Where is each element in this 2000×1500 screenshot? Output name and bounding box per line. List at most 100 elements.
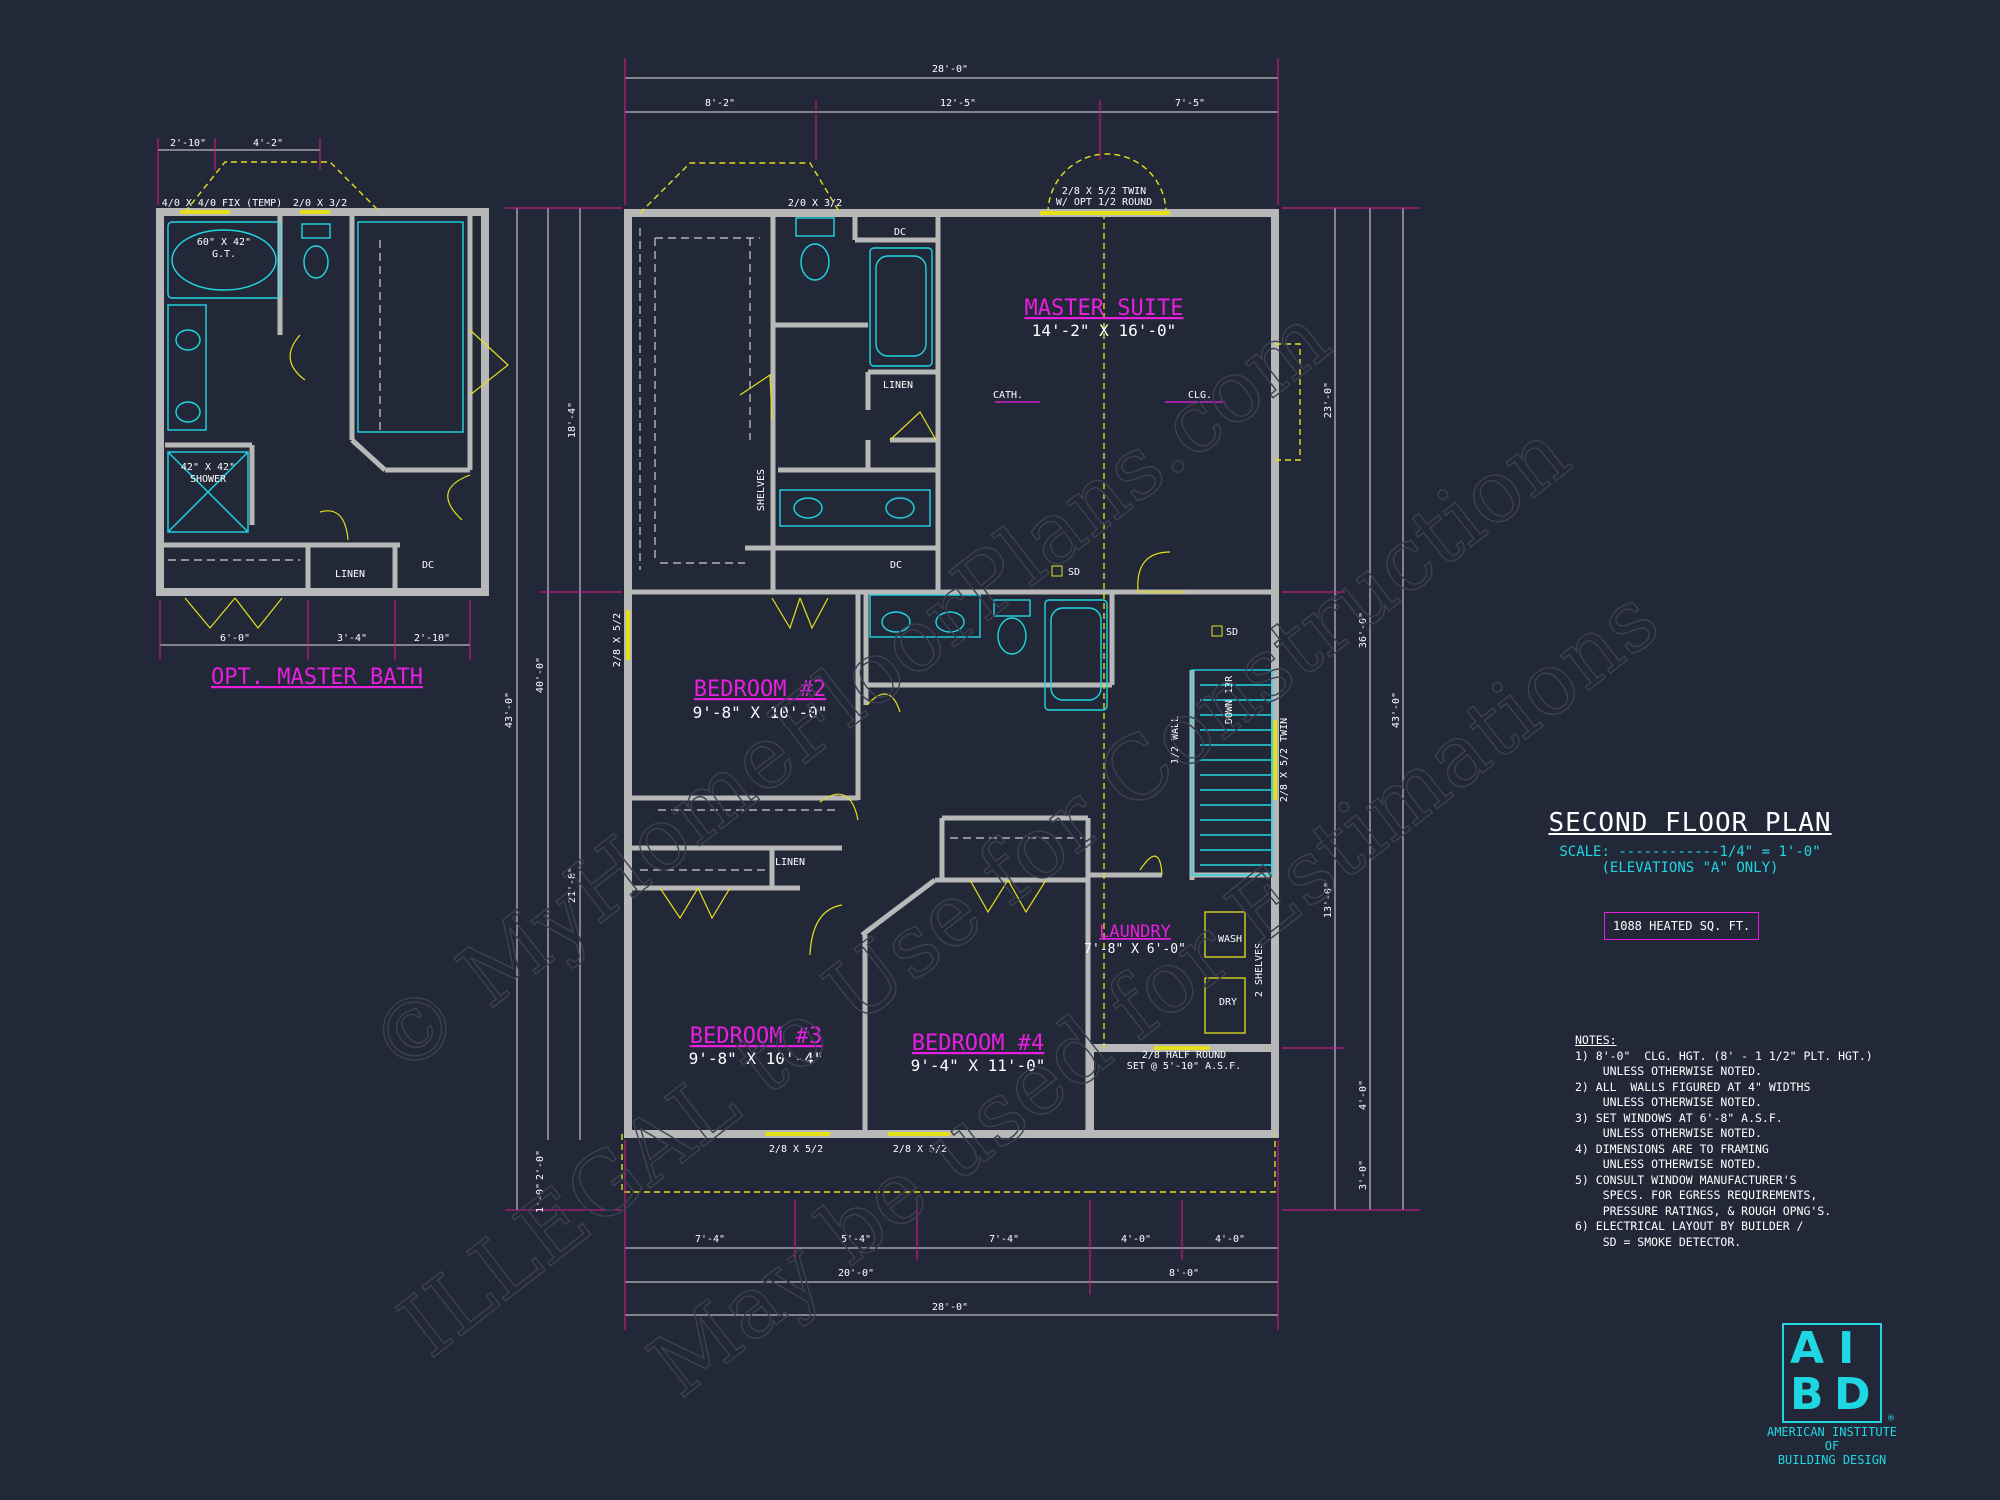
shower-label: 42" X 42"	[181, 462, 235, 473]
bedroom-4-label: BEDROOM #4	[912, 1031, 1044, 1056]
dc-label-2: DC	[894, 227, 906, 238]
bedroom-2-dims: 9'-8" X 10'-0"	[693, 703, 828, 722]
tub-label: 60" X 42"	[197, 237, 251, 248]
bed4-window-label: 2/8 X 5/2	[893, 1144, 947, 1155]
aibd-logo: A I B D ® AMERICAN INSTITUTE OF BUILDING…	[1752, 1323, 1912, 1467]
dim-right-outer: 43'-0"	[1391, 692, 1402, 728]
sd-label: SD	[1068, 567, 1080, 578]
heated-area-badge: 1088 HEATED SQ. FT.	[1604, 912, 1760, 940]
plan-scale: SCALE: ------------1/4" = 1'-0"	[1559, 844, 1821, 860]
dim-bot-f: 20'-0"	[838, 1268, 874, 1279]
note-item: 1) 8'-0" CLG. HGT. (8' - 1 1/2" PLT. HGT…	[1575, 1048, 1873, 1079]
dim-top-a: 8'-2"	[705, 98, 735, 109]
washer-label: WASH	[1218, 934, 1242, 945]
stair-down-label: DOWN 13R	[1224, 675, 1235, 724]
dim-left-b2: 1'-0"	[535, 1183, 546, 1213]
dc-label-3: DC	[422, 560, 434, 571]
linen-label-2: LINEN	[775, 857, 805, 868]
dim-right-36: 36'-0"	[1358, 612, 1369, 648]
dimension-lines	[505, 58, 1420, 1330]
half-round-window-label: 2/8 HALF ROUND	[1142, 1050, 1226, 1061]
dim-left-b1: 2'-0"	[535, 1150, 546, 1180]
opt-dim-bot-a: 6'-0"	[220, 633, 250, 644]
dim-left-mid: 40'-0"	[535, 657, 546, 693]
plan-title-block: SECOND FLOOR PLAN SCALE: ------------1/4…	[1525, 808, 1855, 876]
opt-master-bath-walls	[156, 208, 489, 596]
notes-block: NOTES: 1) 8'-0" CLG. HGT. (8' - 1 1/2" P…	[1575, 1033, 1885, 1250]
sd-label-2: SD	[1226, 627, 1238, 638]
opt-master-bath-label: OPT. MASTER BATH	[211, 665, 423, 690]
notes-heading: NOTES:	[1575, 1033, 1617, 1047]
shower-label-2: SHOWER	[190, 474, 227, 485]
windows	[621, 153, 1301, 1193]
opt-dim-top-b: 4'-2"	[253, 138, 283, 149]
plan-elevations: (ELEVATIONS "A" ONLY)	[1601, 860, 1779, 876]
opt-dim-bot-c: 2'-10"	[414, 633, 450, 644]
note-item: 5) CONSULT WINDOW MANUFACTURER'S SPECS. …	[1575, 1172, 1832, 1218]
dim-bot-a: 7'-4"	[695, 1234, 725, 1245]
bedroom-3-dims: 9'-8" X 10'-4"	[689, 1049, 824, 1068]
logo-mark: A I B D	[1782, 1323, 1882, 1423]
logo-name-line: AMERICAN INSTITUTE	[1766, 1425, 1898, 1439]
opt-bath-window-label: 2/0 X 3/2	[293, 198, 347, 209]
dim-right-13: 13'-0"	[1323, 882, 1334, 918]
logo-letter-a: A	[1790, 1323, 1825, 1374]
plumbing-fixtures	[779, 217, 1246, 1034]
opt-dim-bot-b: 3'-4"	[337, 633, 367, 644]
plan-title: SECOND FLOOR PLAN	[1548, 808, 1832, 838]
registered-mark: ®	[1887, 1413, 1894, 1424]
dim-right-4: 4'-0"	[1358, 1080, 1369, 1110]
master-window-label: 2/8 X 5/2 TWIN	[1062, 186, 1146, 197]
logo-letter-b: B	[1790, 1369, 1824, 1420]
note-item: 4) DIMENSIONS ARE TO FRAMING UNLESS OTHE…	[1575, 1141, 1769, 1172]
clg-label: CLG.	[1188, 390, 1212, 401]
half-wall-label: 1/2 WALL	[1170, 716, 1181, 764]
opt-fix-window-label: 4/0 X 4/0 FIX (TEMP)	[162, 198, 282, 209]
bedroom-2-label: BEDROOM #2	[694, 677, 826, 702]
opt-master-bath-fixtures	[167, 221, 464, 561]
logo-name-line: OF	[1824, 1439, 1840, 1453]
logo-letter-d: D	[1834, 1369, 1871, 1420]
stairs	[1191, 669, 1273, 876]
opt-master-bath-doors	[180, 161, 509, 629]
dim-bot-g: 8'-0"	[1169, 1268, 1199, 1279]
dim-left-lower: 21'-8"	[567, 867, 578, 903]
shelves-label: SHELVES	[756, 469, 767, 511]
dim-top-total: 28'-0"	[932, 64, 968, 75]
master-suite-label: MASTER SUITE	[1025, 296, 1184, 321]
closet-shelves	[639, 228, 1082, 871]
half-round-window-label-2: SET @ 5'-10" A.S.F.	[1127, 1061, 1241, 1072]
main-plan-walls	[624, 209, 1279, 1138]
stair-window-label: 2/8 X 5/2 TWIN	[1279, 718, 1290, 802]
opt-master-bath-dims	[157, 138, 471, 660]
dim-left-upper: 18'-4"	[567, 402, 578, 438]
cath-label: CATH.	[993, 390, 1023, 401]
dim-bot-d: 4'-0"	[1121, 1234, 1151, 1245]
logo-name-line: BUILDING DESIGN	[1777, 1453, 1887, 1467]
dim-bot-total: 28'-0"	[932, 1302, 968, 1313]
logo-letter-i: I	[1838, 1323, 1855, 1374]
dim-top-c: 7'-5"	[1175, 98, 1205, 109]
dc-label: DC	[890, 560, 902, 571]
bed3-window-label: 2/8 X 5/2	[769, 1144, 823, 1155]
dryer-label: DRY	[1219, 997, 1237, 1008]
laundry-label: LAUNDRY	[1099, 922, 1171, 942]
bed2-window-label: 2/8 X 5/2	[612, 613, 623, 667]
dim-bot-c: 7'-4"	[989, 1234, 1019, 1245]
doors	[659, 373, 1185, 956]
note-item: 3) SET WINDOWS AT 6'-8" A.S.F. UNLESS OT…	[1575, 1110, 1783, 1141]
laundry-dims: 7'-8" X 6'-0"	[1084, 942, 1186, 957]
bath-window-label: 2/0 X 3/2	[788, 198, 842, 209]
dim-left-outer: 43'-0"	[504, 692, 515, 728]
note-item: 2) ALL WALLS FIGURED AT 4" WIDTHS UNLESS…	[1575, 1079, 1811, 1110]
logo-name: AMERICAN INSTITUTE OF BUILDING DESIGN	[1752, 1425, 1912, 1467]
dim-right-3: 3'-0"	[1358, 1160, 1369, 1190]
dim-bot-b: 5'-4"	[841, 1234, 871, 1245]
master-window-label-2: W/ OPT 1/2 ROUND	[1056, 197, 1152, 208]
linen-label-3: LINEN	[335, 569, 365, 580]
opt-dim-top-a: 2'-10"	[170, 138, 206, 149]
dim-bot-e: 4'-0"	[1215, 1234, 1245, 1245]
tub-label-2: G.T.	[212, 249, 236, 260]
